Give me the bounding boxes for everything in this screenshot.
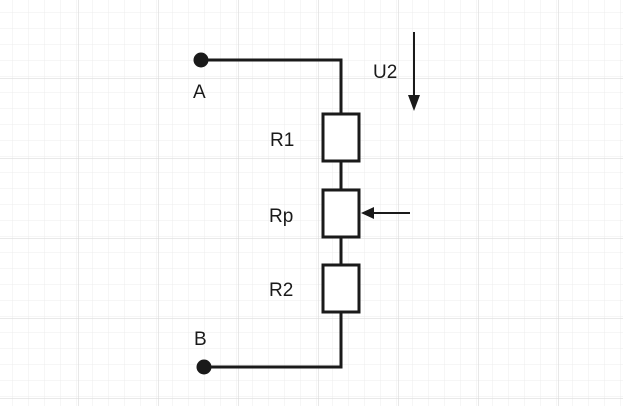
resistor-r2-label: R2 [269,280,293,301]
resistor-r2 [321,263,361,314]
voltage-label: U2 [373,62,397,83]
wiper-arrow-head [361,207,374,219]
resistor-rp [321,188,361,239]
wire-top [199,58,343,116]
resistor-r1-label: R1 [270,130,294,151]
terminal-b-dot [196,359,212,375]
resistor-r1 [321,112,361,163]
terminal-b-label: B [194,329,207,350]
resistor-rp-label: Rp [269,206,293,227]
terminal-a-dot [193,52,209,68]
terminal-a-label: A [193,82,206,103]
wire-bottom [202,310,343,369]
voltage-arrow-head [408,95,420,111]
